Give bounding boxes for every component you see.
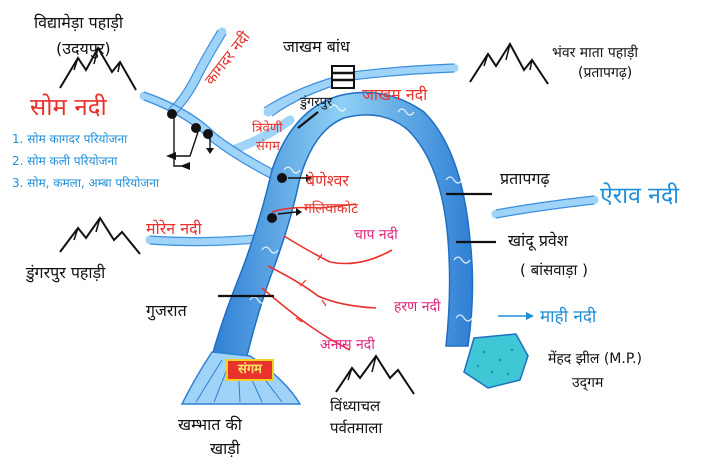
- anas-river-label: अनास नदी: [320, 337, 375, 353]
- moren-river-label: मोरेन नदी: [146, 219, 202, 238]
- lake-dots: [476, 348, 514, 376]
- sangam-sub-label: संगम: [256, 139, 280, 154]
- red-tributaries: [261, 203, 393, 351]
- airav-river-label: ऐराव नदी: [600, 183, 680, 209]
- anas-river: [261, 287, 351, 351]
- gulf-label: खाड़ी: [210, 439, 240, 458]
- som-river: [139, 91, 285, 183]
- khambhat-label: खम्भात की: [178, 415, 242, 434]
- project-2-label: 2. सोम कली परियोजना: [12, 154, 118, 168]
- jakham-dam-icon: [331, 65, 355, 89]
- udaipur-label: (उदयपुर): [56, 39, 111, 58]
- project-1-label: 1. सोम कागदर परियोजना: [12, 132, 128, 146]
- chap-river-label: चाप नदी: [354, 227, 398, 243]
- kagdar-river: [167, 27, 227, 117]
- river-waves: [249, 104, 473, 322]
- junction-dots: [167, 109, 287, 223]
- sangam-badge: संगम: [226, 359, 274, 381]
- vindhyachal-label: विंध्याचल: [330, 397, 381, 415]
- mehad-lake: [463, 333, 529, 389]
- dungarpur-top-label: डुंगरपुर: [300, 95, 333, 110]
- bhanwar-mata-hill-label: भंवर माता पहाड़ी: [552, 45, 638, 61]
- jakham-river-label: जाखम नदी: [362, 85, 428, 104]
- banswara-label: ( बांसवाड़ा ): [520, 261, 588, 279]
- som-river-label: सोम नदी: [30, 93, 107, 121]
- project-3-label: 3. सोम, कमला, अम्बा परियोजना: [12, 176, 159, 190]
- dungarpur-hill-label: डुंगरपुर पहाड़ी: [26, 263, 106, 282]
- origin-label: उद्‌गम: [572, 375, 604, 391]
- mountain-icon-vidhyameda: [59, 45, 137, 91]
- vidhyameda-hill-label: विद्यामेड़ा पहाड़ी: [34, 13, 124, 32]
- chap-river: [283, 235, 393, 265]
- moren-river: [145, 233, 271, 247]
- mehad-lake-label: मेंहद झील (M.P.): [548, 351, 643, 367]
- airav-river: [491, 195, 599, 219]
- place-markers: [218, 111, 496, 298]
- galiyakot-branch: [271, 203, 357, 213]
- khandu-entry-label: खांदू प्रवेश: [508, 231, 568, 250]
- mountain-icon-dungarpur: [59, 216, 141, 255]
- jakham-dam-label: जाखम बांध: [283, 37, 350, 56]
- haran-river: [267, 265, 377, 309]
- mountain-range-label: पर्वतमाला: [330, 419, 383, 437]
- triveni-label: त्रिवेणी: [252, 121, 283, 136]
- galiyakot-label: गलियाकोट: [304, 201, 359, 217]
- beneshwar-label: बेणेश्वर: [306, 171, 349, 190]
- haran-river-label: हरण नदी: [394, 299, 441, 315]
- gujarat-label: गुजरात: [146, 301, 187, 320]
- mountain-icon-bhanwar-mata: [469, 42, 549, 85]
- triveni-branch: [227, 115, 295, 155]
- arrow-heads: [166, 148, 312, 216]
- pratapgarh-paren-label: (प्रतापगढ़): [578, 65, 633, 81]
- mountain-icon-vindhyachal: [335, 354, 415, 395]
- pratapgarh-label: प्रतापगढ़: [500, 169, 550, 188]
- mahi-river-label: माही नदी: [540, 307, 597, 327]
